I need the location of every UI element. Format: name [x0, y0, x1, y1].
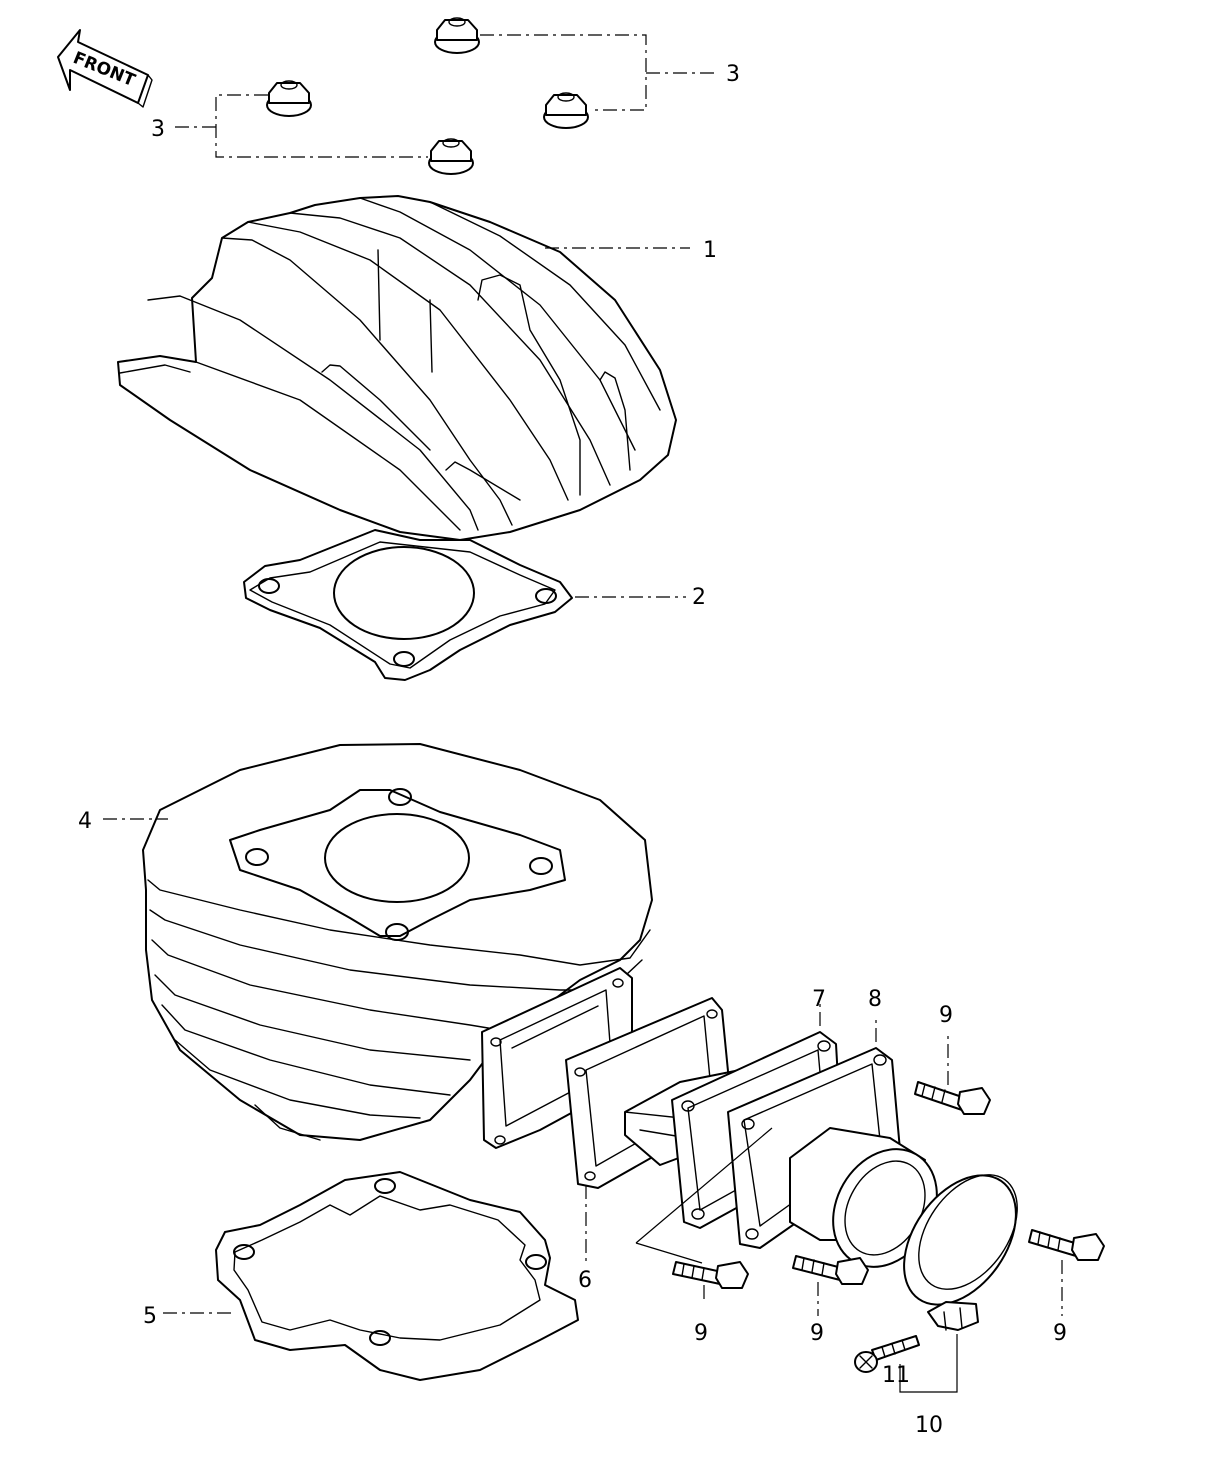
callout-10: 10: [915, 1413, 943, 1438]
callout-3-right: 3: [726, 62, 740, 87]
bolt-top: [914, 1081, 991, 1115]
callout-5: 5: [143, 1304, 157, 1329]
callout-9-right: 9: [1053, 1321, 1067, 1346]
nut-right: [543, 92, 589, 129]
callout-6: 6: [578, 1268, 592, 1293]
callout-9-mid: 9: [810, 1321, 824, 1346]
callout-4: 4: [78, 809, 92, 834]
nut-top: [434, 17, 480, 54]
head-gasket: [243, 529, 573, 681]
bolt-mid: [792, 1255, 869, 1285]
front-arrow-icon: FRONT: [57, 29, 153, 108]
nut-bottom: [428, 138, 474, 175]
callout-9-top: 9: [939, 1003, 953, 1028]
base-gasket: [215, 1171, 579, 1381]
callout-11: 11: [882, 1363, 910, 1388]
callout-7: 7: [812, 987, 826, 1012]
cylinder: [142, 743, 653, 1149]
clamp: [903, 1174, 1018, 1331]
callout-1: 1: [703, 238, 717, 263]
callout-3-left: 3: [151, 117, 165, 142]
callout-2: 2: [692, 585, 706, 610]
bolt-right: [1028, 1229, 1105, 1261]
bolt-mid-left: [672, 1261, 749, 1289]
callout-9-mid-left: 9: [694, 1321, 708, 1346]
clamp-screw: [854, 1335, 920, 1373]
nut-left: [266, 80, 312, 117]
cylinder-head: [117, 195, 677, 541]
callout-8: 8: [868, 987, 882, 1012]
